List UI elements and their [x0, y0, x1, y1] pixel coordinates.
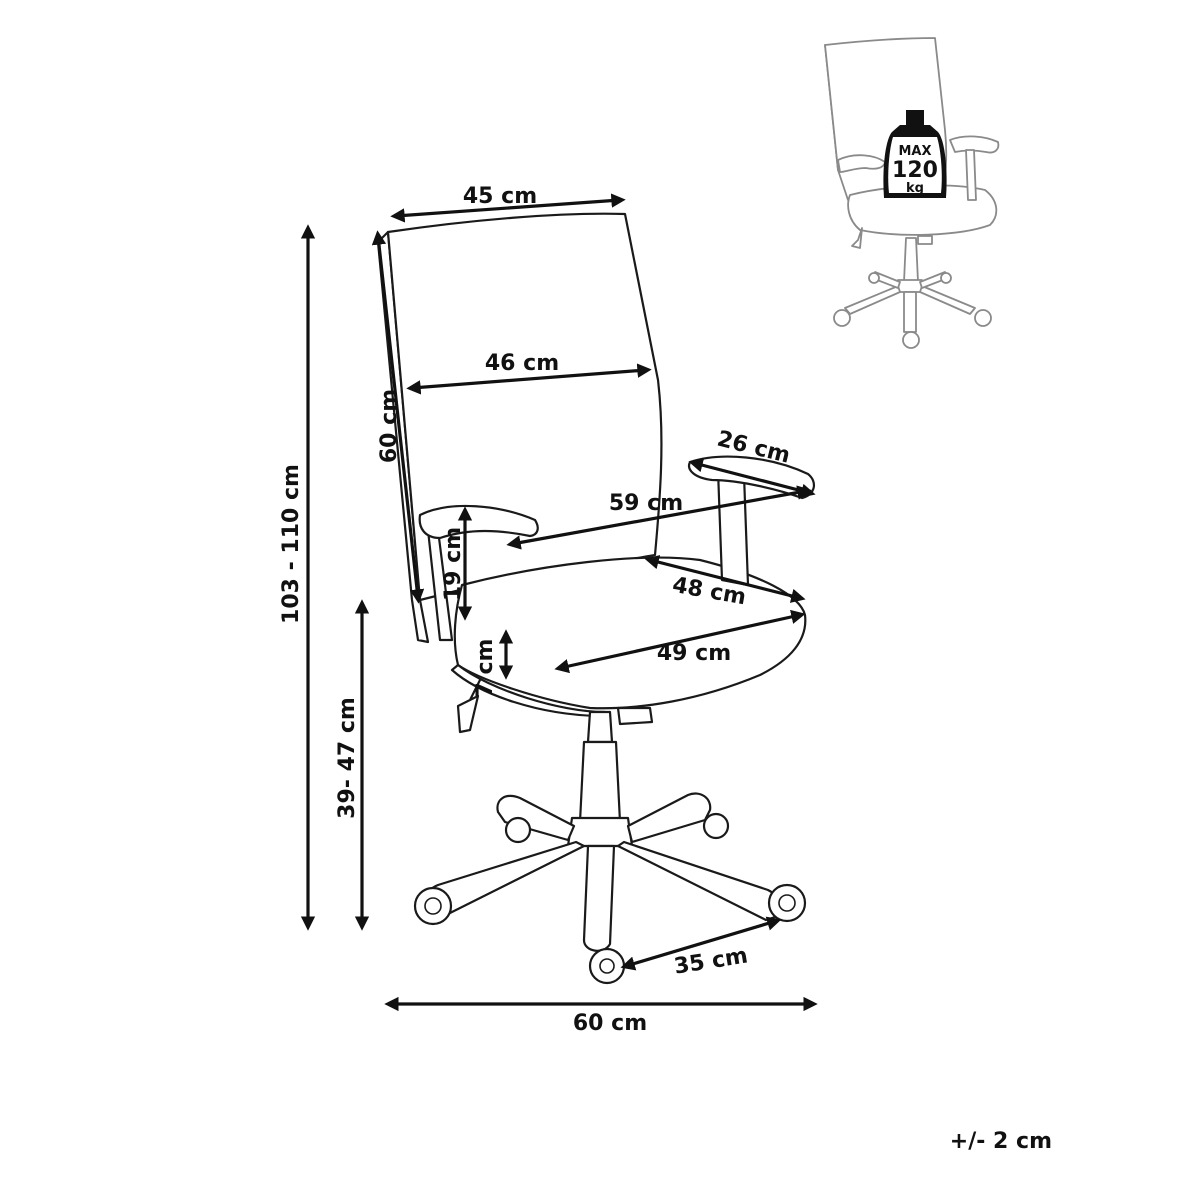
weight-value: 120 [892, 158, 938, 183]
label-seat-width: 49 cm [657, 641, 731, 666]
weight-max-label: MAX [898, 144, 931, 159]
dim-line-backrest-top-width [390, 193, 626, 223]
weight-unit: kg [906, 181, 924, 196]
max-load-thumbnail: MAX 120 kg [824, 37, 1000, 349]
weight-icon [883, 110, 947, 198]
label-base-width: 60 cm [573, 1011, 647, 1036]
dim-line-backrest-width [406, 363, 652, 395]
dimension-lines [300, 193, 818, 1012]
label-armrest-spacing: 59 cm [609, 491, 683, 516]
dim-line-armrest-spacing [506, 485, 812, 550]
label-backrest-height: 60 cm [377, 389, 402, 463]
label-total-height: 103 - 110 cm [279, 464, 304, 624]
label-backrest-top-width: 45 cm [463, 184, 537, 209]
tolerance-note: +/- 2 cm [950, 1129, 1052, 1154]
dim-line-seat-width [554, 609, 806, 674]
label-armrest-height: 19 cm [441, 527, 466, 601]
dim-line-seat-depth [644, 555, 806, 603]
label-seat-thickness: 7 cm [473, 639, 498, 698]
label-seat-height: 39- 47 cm [335, 697, 360, 819]
label-backrest-width: 46 cm [485, 351, 559, 376]
dim-line-leg-length [620, 916, 782, 971]
dim-line-backrest-height [371, 230, 425, 604]
